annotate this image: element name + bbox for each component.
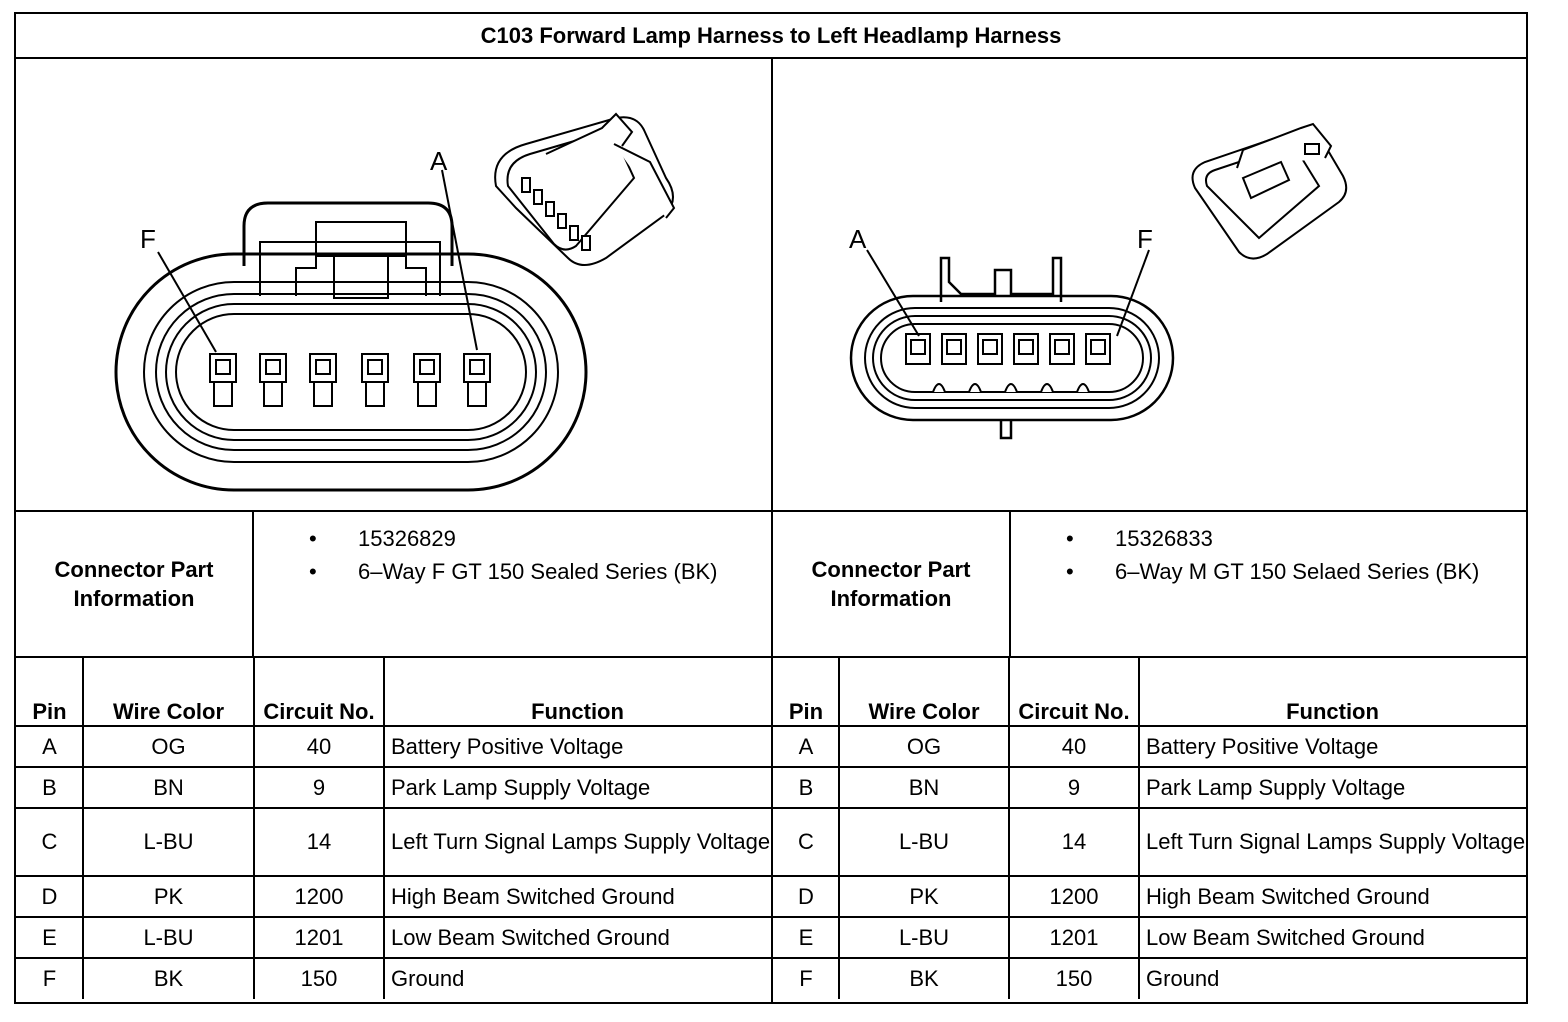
right-row-pin: E bbox=[798, 924, 814, 950]
part-number-right: •15326833 bbox=[1066, 526, 1213, 551]
left-row-circuit: 9 bbox=[312, 774, 326, 800]
connector-part-info-label-left: Connector Part Information bbox=[54, 557, 214, 611]
right-row-color: L-BU bbox=[898, 829, 950, 854]
cpi-bottom-rule bbox=[16, 656, 1526, 658]
left-row-color: PK bbox=[153, 883, 184, 909]
right-row-color: BN bbox=[908, 774, 940, 800]
right-header-circuit: Circuit No. bbox=[1018, 699, 1130, 724]
part-info-list-left: •15326829 •6–Way F GT 150 Sealed Series … bbox=[254, 524, 770, 586]
left-row-function: Left Turn Signal Lamps Supply Voltage bbox=[391, 829, 771, 854]
left-row-pin: C bbox=[41, 829, 58, 854]
left-header-color: Wire Color bbox=[112, 699, 225, 724]
part-info-list-right: •15326833 •6–Way M GT 150 Selaed Series … bbox=[1011, 524, 1526, 586]
left-row-pin: B bbox=[42, 774, 57, 800]
callout-a-right: A bbox=[849, 224, 867, 254]
left-col-divider bbox=[82, 658, 84, 999]
left-header-pin: Pin bbox=[32, 699, 67, 724]
left-row-color: L-BU bbox=[143, 829, 194, 854]
right-row-pin: D bbox=[798, 883, 814, 909]
right-col-divider bbox=[1138, 658, 1140, 999]
male-connector-illustration: A F bbox=[849, 122, 1348, 440]
right-row-pin: C bbox=[798, 829, 814, 854]
right-col-divider bbox=[1008, 658, 1010, 999]
right-col-divider bbox=[838, 658, 840, 999]
right-row-pin: F bbox=[799, 965, 813, 991]
left-row-color: BN bbox=[153, 774, 184, 800]
right-row-pin: B bbox=[798, 774, 814, 800]
page-title: C103 Forward Lamp Harness to Left Headla… bbox=[480, 23, 1062, 48]
right-row-function: High Beam Switched Ground bbox=[1146, 883, 1430, 909]
right-row-pin: A bbox=[798, 733, 814, 759]
callout-a-left: A bbox=[430, 146, 448, 176]
center-divider bbox=[771, 58, 773, 1004]
connector-end-view-sheet: C103 Forward Lamp Harness to Left Headla… bbox=[14, 12, 1528, 1004]
row-rule bbox=[16, 766, 1526, 768]
left-row-color: BK bbox=[153, 965, 184, 991]
right-row-function: Park Lamp Supply Voltage bbox=[1146, 774, 1406, 800]
left-row-circuit: 40 bbox=[306, 733, 332, 759]
row-rule bbox=[16, 875, 1526, 877]
left-col-divider bbox=[383, 658, 385, 999]
left-row-pin: A bbox=[42, 733, 57, 759]
row-rule bbox=[16, 807, 1526, 809]
right-row-color: L-BU bbox=[898, 924, 950, 950]
right-row-circuit: 1200 bbox=[1049, 883, 1099, 909]
row-rule bbox=[16, 957, 1526, 959]
left-row-pin: D bbox=[41, 883, 58, 909]
right-header-color: Wire Color bbox=[868, 699, 980, 724]
callout-f-right: F bbox=[1137, 224, 1153, 254]
part-number-left: •15326829 bbox=[309, 526, 456, 551]
connector-description-right: •6–Way M GT 150 Selaed Series (BK) bbox=[1066, 559, 1480, 584]
left-row-circuit: 14 bbox=[306, 829, 332, 854]
right-row-function: Low Beam Switched Ground bbox=[1146, 924, 1425, 950]
right-row-function: Battery Positive Voltage bbox=[1146, 733, 1379, 759]
right-row-circuit: 40 bbox=[1061, 733, 1087, 759]
row-rule bbox=[16, 916, 1526, 918]
right-row-color: OG bbox=[906, 733, 942, 759]
right-row-circuit: 150 bbox=[1055, 965, 1093, 991]
right-header-pin: Pin bbox=[788, 699, 824, 724]
right-row-color: PK bbox=[909, 883, 939, 909]
left-row-function: Ground bbox=[391, 965, 465, 991]
left-row-color: OG bbox=[151, 733, 186, 759]
left-row-color: L-BU bbox=[143, 924, 194, 950]
right-header-function: Function bbox=[1286, 699, 1379, 724]
right-row-color: BK bbox=[909, 965, 939, 991]
right-row-function: Left Turn Signal Lamps Supply Voltage bbox=[1146, 829, 1526, 854]
right-row-circuit: 1201 bbox=[1049, 924, 1099, 950]
connector-description-left: •6–Way F GT 150 Sealed Series (BK) bbox=[309, 559, 718, 584]
right-row-circuit: 14 bbox=[1061, 829, 1087, 854]
left-row-circuit: 150 bbox=[300, 965, 338, 991]
left-col-divider bbox=[253, 658, 255, 999]
left-row-function: Park Lamp Supply Voltage bbox=[391, 774, 651, 800]
female-connector-illustration: F A bbox=[114, 112, 676, 492]
left-row-pin: F bbox=[42, 965, 57, 991]
left-row-function: Battery Positive Voltage bbox=[391, 733, 624, 759]
left-row-function: High Beam Switched Ground bbox=[391, 883, 675, 909]
left-row-pin: E bbox=[42, 924, 57, 950]
cpi-divider-left bbox=[252, 511, 254, 656]
left-row-circuit: 1200 bbox=[294, 883, 344, 909]
connector-part-info-label-right: Connector Part Information bbox=[811, 557, 971, 611]
header-rule bbox=[16, 725, 1526, 727]
left-header-circuit: Circuit No. bbox=[263, 699, 375, 724]
callout-f-left: F bbox=[140, 224, 156, 254]
cpi-divider-right bbox=[1009, 511, 1011, 656]
right-row-circuit: 9 bbox=[1067, 774, 1081, 800]
left-row-circuit: 1201 bbox=[294, 924, 344, 950]
left-header-function: Function bbox=[531, 699, 624, 724]
illustration-divider bbox=[16, 510, 1526, 512]
right-row-function: Ground bbox=[1146, 965, 1220, 991]
left-row-function: Low Beam Switched Ground bbox=[391, 924, 670, 950]
